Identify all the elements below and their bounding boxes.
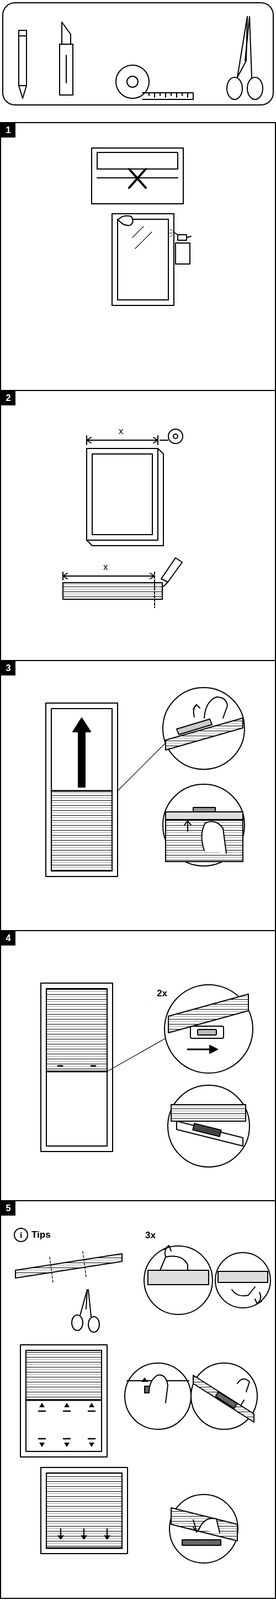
callout-label: x <box>102 561 109 572</box>
step-number: 4 <box>1 930 16 946</box>
step-panel: 1 <box>0 121 276 391</box>
step-panel: 2 <box>0 389 276 661</box>
step-panel: 4 <box>0 929 276 1201</box>
info-icon-letter: i <box>19 1230 23 1239</box>
callout-label: 2x <box>156 988 168 998</box>
step-number: 3 <box>1 660 16 676</box>
callout-label: Tips <box>30 1229 52 1239</box>
step-number: 5 <box>1 1200 16 1215</box>
step-number: 1 <box>1 123 16 138</box>
callout-label: 3x <box>144 1229 157 1240</box>
step-panel: 3 <box>0 659 276 931</box>
step-panel: 5 <box>0 1199 276 1599</box>
callout-label: x <box>118 426 125 436</box>
step-number: 2 <box>1 390 16 406</box>
